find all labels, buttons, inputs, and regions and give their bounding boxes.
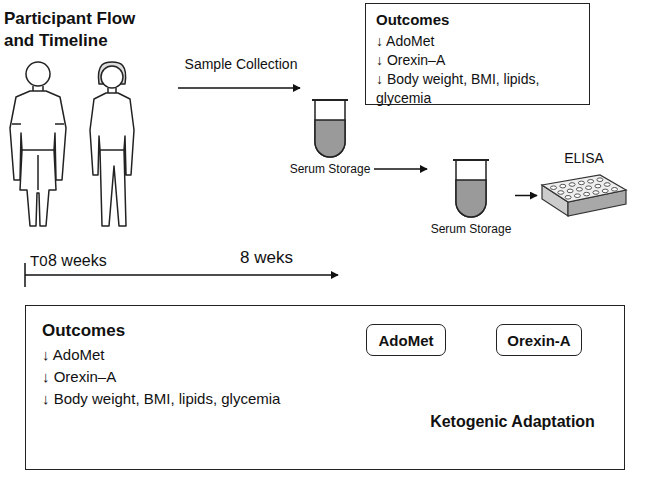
serum-tube: Serum Storage: [287, 96, 373, 182]
plate-well: [586, 186, 592, 190]
box-text: ↓ Orexin–A: [376, 51, 579, 70]
plate-well: [567, 189, 573, 193]
flow-arrow: [515, 195, 537, 197]
woman-waist: [100, 149, 124, 151]
plate-well: [604, 183, 610, 187]
plate-side: [568, 190, 626, 216]
tube-body: [315, 100, 345, 157]
collection-arrow: [178, 87, 300, 89]
plate-well: [584, 192, 590, 196]
plate-top: [542, 175, 626, 202]
tube-rim: [453, 159, 489, 161]
figure-label: 8 weks: [240, 248, 293, 268]
box-text: Serum Storage: [428, 222, 514, 236]
plate-well: [569, 183, 575, 187]
plate-well: [574, 194, 580, 198]
marker-box: Orexin-A: [496, 324, 582, 356]
box-text: Orexin-A: [507, 332, 570, 349]
plate-well: [597, 178, 603, 182]
outcome-box: Outcomes ↓ AdoMet↓ Orexin–A↓ Body weight,…: [365, 3, 590, 105]
marker-box: AdoMet: [366, 324, 446, 356]
tube-serum: [315, 120, 345, 157]
woman-head: [101, 66, 123, 88]
box-text: ↓ AdoMet: [42, 344, 352, 366]
outcome-box: Outcomes↓ AdoMet↓ Orexin–A↓ Body weight,…: [25, 305, 625, 470]
plate-well: [560, 184, 566, 188]
plate-well: [551, 186, 557, 190]
box-heading: Outcomes: [42, 320, 352, 342]
plate-well: [593, 191, 599, 195]
woman-figure: [90, 62, 134, 226]
figure-title: Participant Flow and Timeline: [4, 8, 144, 52]
tube-body: [456, 160, 486, 217]
plate-well: [602, 189, 608, 193]
elisa-plate: [538, 170, 630, 232]
figure-label: Ketogenic Adaptation: [415, 413, 610, 431]
plate-well: [588, 180, 594, 184]
plate-well: [612, 188, 618, 192]
flow-arrow: [374, 168, 427, 170]
figure-label: T0: [30, 252, 48, 269]
plate-well: [565, 196, 571, 200]
box-heading: Outcomes: [376, 10, 579, 29]
tube-outline: [287, 96, 373, 160]
box-text: AdoMet: [379, 332, 434, 349]
plate-well: [558, 191, 564, 195]
box-text: ↓ AdoMet: [376, 32, 579, 51]
box-text: ↓ Orexin–A: [42, 366, 352, 388]
plate-well: [595, 184, 601, 188]
plate-well: [576, 188, 582, 192]
tube-serum: [456, 180, 486, 217]
tube-outline: [428, 156, 514, 220]
timeline-arrow: [25, 274, 338, 276]
box-text: ↓ Body weight, BMI, lipids, glycemia: [42, 388, 352, 410]
box-text: Serum Storage: [287, 162, 373, 176]
serum-tube: Serum Storage: [428, 156, 514, 242]
woman-body: [90, 93, 134, 226]
figure-label: 8 weeks: [48, 252, 107, 270]
man-head: [26, 62, 50, 86]
box-text: ↓ Body weight, BMI, lipids, glycemia: [376, 70, 579, 108]
man-figure: [10, 62, 66, 226]
man-body: [10, 91, 66, 226]
box-text: ELISA: [538, 150, 630, 166]
figure-label: Sample Collection: [176, 56, 306, 72]
plate-well: [578, 181, 584, 185]
man-details: [12, 124, 64, 190]
elisa-node: ELISA: [538, 150, 630, 235]
tube-rim: [312, 99, 348, 101]
